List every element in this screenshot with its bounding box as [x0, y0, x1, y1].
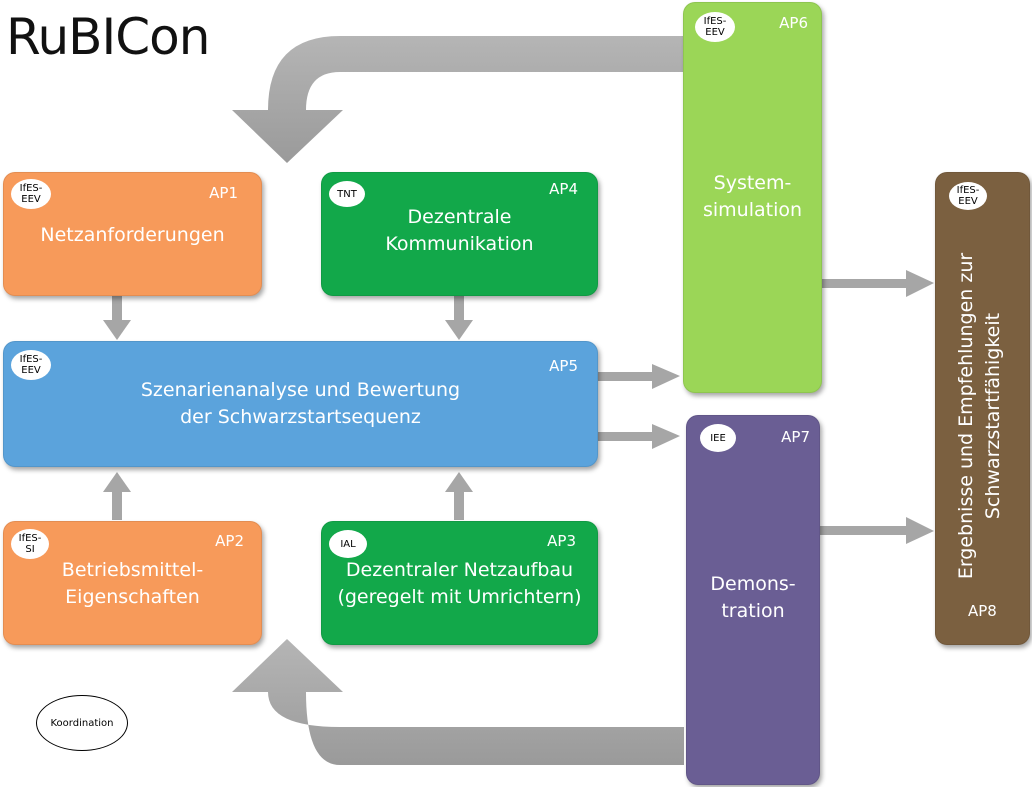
diagram-title: RuBICon: [6, 8, 210, 66]
ap8-box: IfES-EEV Ergebnisse und Empfehlungen zur…: [935, 172, 1030, 645]
ap1-box: IfES-EEV AP1 Netzanforderungen: [3, 172, 262, 296]
feedback-arrow-bottom: [232, 639, 684, 765]
ap2-title: Betriebsmittel-Eigenschaften: [61, 559, 204, 608]
ap5-number: AP5: [549, 357, 578, 375]
ap5-box: IfES-EEV AP5 Szenarienanalyse und Bewert…: [3, 341, 598, 467]
ap3-box: IAL AP3 Dezentraler Netzaufbau(geregelt …: [321, 521, 598, 645]
koordination-ellipse: Koordination: [36, 695, 128, 751]
ap7-number: AP7: [781, 428, 810, 446]
ap6-title: System-simulation: [702, 172, 803, 221]
ap8-badge: IfES-EEV: [949, 182, 987, 210]
ap2-badge: IfES-SI: [11, 529, 49, 559]
ap2-box: IfES-SI AP2 Betriebsmittel-Eigenschaften: [3, 521, 262, 645]
ap1-title: Netzanforderungen: [40, 224, 225, 246]
feedback-arrow-top: [232, 36, 684, 163]
ap3-title: Dezentraler Netzaufbau(geregelt mit Umri…: [337, 559, 582, 608]
ap3-number: AP3: [547, 532, 576, 550]
ap5-badge: IfES-EEV: [11, 350, 51, 380]
small-arrows: [103, 270, 934, 544]
ap1-badge: IfES-EEV: [11, 179, 51, 209]
ap3-badge: IAL: [329, 530, 367, 558]
ap4-number: AP4: [549, 180, 578, 198]
ap7-title: Demons-tration: [710, 573, 796, 622]
ap6-number: AP6: [779, 14, 808, 32]
ap4-badge: TNT: [329, 181, 365, 207]
ap6-box: IfES-EEV AP6 System-simulation: [683, 2, 822, 393]
ap7-badge: IEE: [700, 424, 736, 452]
ap8-number: AP8: [968, 602, 997, 620]
ap1-number: AP1: [209, 184, 238, 202]
ap6-badge: IfES-EEV: [695, 12, 735, 42]
ap7-box: IEE AP7 Demons-tration: [686, 415, 820, 785]
ap2-number: AP2: [215, 532, 244, 550]
